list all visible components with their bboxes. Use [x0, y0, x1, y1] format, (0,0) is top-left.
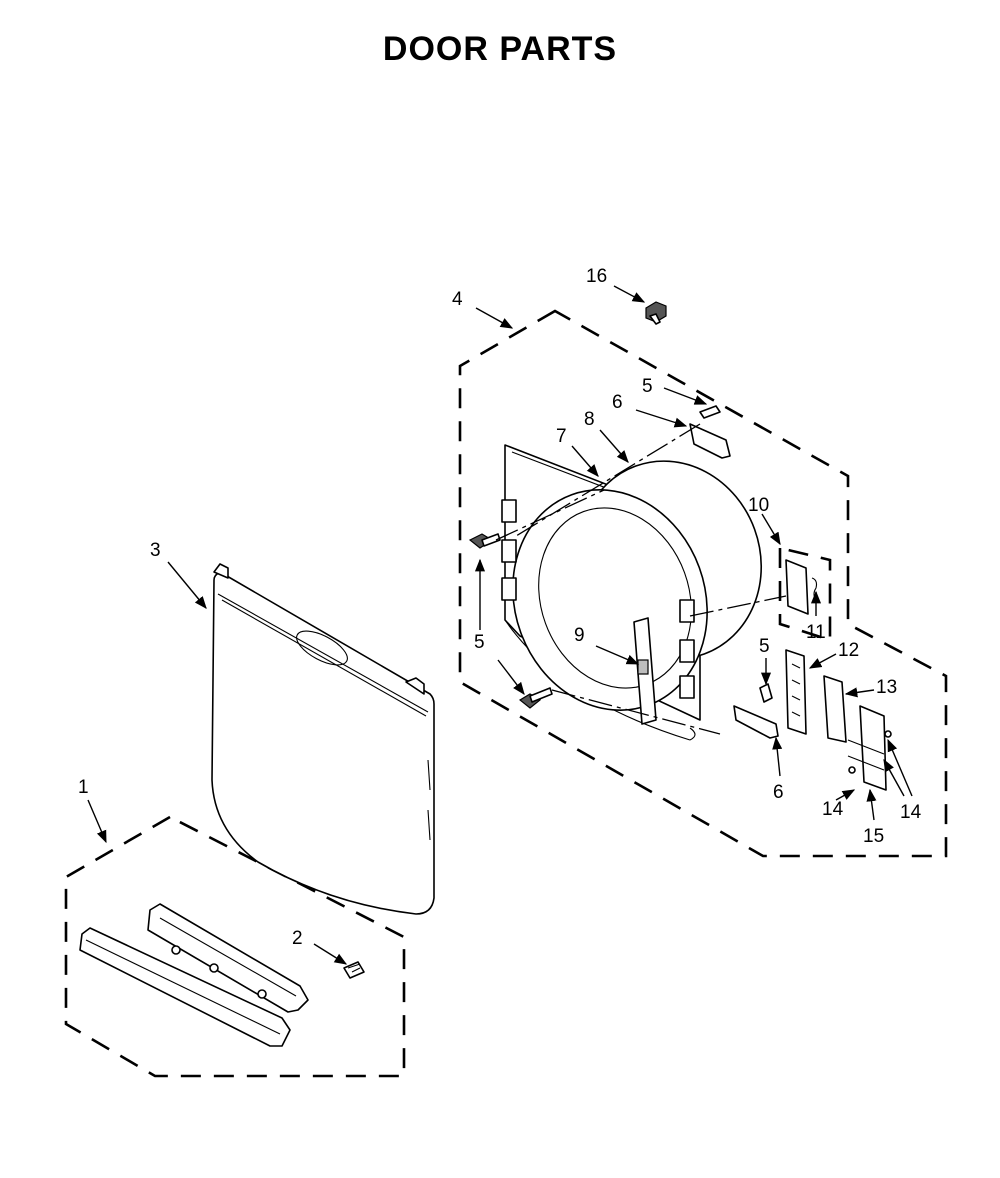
- frame-tabs: [501, 499, 695, 699]
- callout-15: 15: [863, 826, 884, 847]
- callout-8: 8: [584, 409, 595, 430]
- part-6-bracket-top: [689, 423, 731, 459]
- callout-10: 10: [748, 495, 769, 516]
- part-9-hinge: [633, 617, 657, 725]
- callout-4: 4: [452, 289, 463, 310]
- part-5-screw-left: [468, 533, 501, 549]
- part-16-screw: [645, 301, 667, 325]
- alignment-lines: [495, 423, 787, 735]
- callout-2: 2: [292, 928, 303, 949]
- callout-labels: 16 4 5 6 7 8 10 3 5 11 9 5 12 13 5 1 6 1…: [78, 266, 922, 949]
- callout-6-top: 6: [612, 392, 623, 413]
- part-15-lock-body: [847, 705, 887, 791]
- callout-11: 11: [806, 622, 826, 643]
- callout-14-left: 14: [822, 799, 844, 820]
- part-14-lock-screws: [848, 730, 892, 774]
- page-title: DOOR PARTS: [382, 30, 618, 68]
- part-13-lock-plate: [823, 675, 847, 743]
- callout-6-bottom: 6: [773, 782, 784, 803]
- part-5-screw-lower-left: [518, 687, 553, 709]
- callout-9: 9: [574, 625, 585, 646]
- assembly-boundary-4: [458, 309, 948, 858]
- part-3-outer-door: [211, 563, 435, 915]
- part-5-screw-top: [699, 405, 721, 419]
- callout-1: 1: [78, 777, 89, 798]
- callout-5-left: 5: [474, 632, 485, 653]
- part-5-screw-bottom: [759, 683, 773, 703]
- part-12-strike: [785, 649, 807, 735]
- leader-lines: [87, 285, 913, 965]
- callout-7: 7: [556, 426, 567, 447]
- assembly-boundary-1: [64, 815, 406, 1078]
- part-1-handle: [79, 903, 309, 1047]
- part-6-bracket-bottom: [733, 705, 779, 739]
- callout-3: 3: [150, 540, 161, 561]
- callout-16: 16: [586, 266, 607, 287]
- part-2-screw: [343, 961, 365, 979]
- part-7-door-glass: [512, 460, 763, 711]
- callout-5-top: 5: [642, 376, 653, 397]
- callout-13: 13: [876, 677, 897, 698]
- callout-5-mid: 5: [759, 636, 770, 657]
- assembly-boundary-10: [778, 546, 832, 642]
- part-10-latch: [785, 559, 809, 615]
- callout-14-right: 14: [900, 802, 922, 823]
- callout-12: 12: [838, 640, 859, 661]
